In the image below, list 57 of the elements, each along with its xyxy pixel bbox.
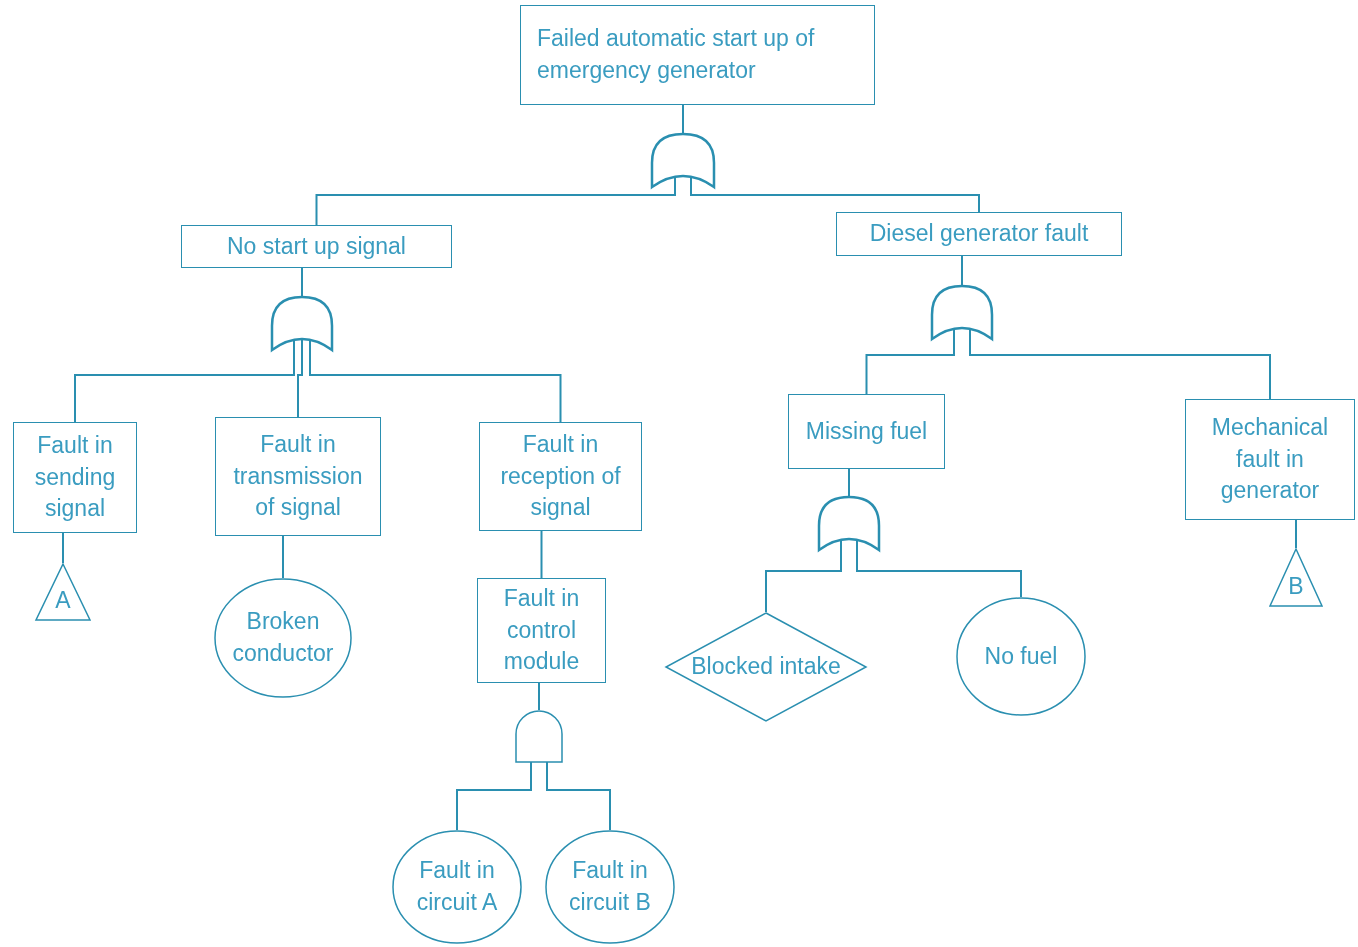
event-box <box>477 578 606 683</box>
event-label: Fault in reception of signal <box>499 429 622 523</box>
connector-line <box>538 682 540 711</box>
basic-event-circle <box>214 578 352 698</box>
transfer-triangle <box>1269 548 1323 607</box>
or-gate <box>270 296 334 350</box>
transfer-triangle <box>35 563 91 621</box>
event-label: Fault in transmission of signal <box>232 429 364 523</box>
event-box <box>788 394 945 469</box>
connector-line <box>74 340 295 423</box>
or-gate <box>930 285 994 339</box>
connector-line <box>765 540 842 613</box>
event-label: A <box>54 586 72 616</box>
connector-line <box>848 468 850 497</box>
event-label: Diesel generator fault <box>868 219 1090 249</box>
and-gate <box>515 710 563 762</box>
event-label: Fault in circuit A <box>415 856 499 917</box>
connector-line <box>1295 519 1297 549</box>
connector-line <box>969 329 1271 400</box>
connector-line <box>856 540 1022 598</box>
event-box <box>1185 399 1355 520</box>
event-label: Mechanical fault in generator <box>1210 412 1330 506</box>
connector-line <box>456 761 532 831</box>
event-box <box>479 422 642 531</box>
event-label: B <box>1287 572 1305 602</box>
connector-line <box>690 177 980 213</box>
connector-line <box>297 338 303 418</box>
event-label: Missing fuel <box>804 416 929 446</box>
connector-line <box>301 267 303 297</box>
connector-line <box>62 532 64 564</box>
event-box <box>836 212 1122 256</box>
event-label: No fuel <box>983 641 1059 671</box>
basic-event-circle <box>956 597 1086 716</box>
connector-line <box>961 255 963 286</box>
event-label: Fault in circuit B <box>568 856 652 917</box>
connector-line <box>282 535 284 579</box>
connector-line <box>309 340 562 423</box>
connector-line <box>546 761 611 831</box>
event-label: Failed automatic start up of emergency generator <box>536 24 816 85</box>
basic-event-circle <box>545 830 675 944</box>
undeveloped-event-diamond <box>665 612 867 722</box>
event-label: Broken conductor <box>231 607 335 668</box>
connector-line <box>865 329 955 395</box>
connector-line <box>315 177 676 226</box>
event-label: No start up signal <box>226 231 407 261</box>
basic-event-circle <box>392 830 522 944</box>
or-gate <box>650 133 716 187</box>
event-label: Fault in control module <box>502 583 581 677</box>
event-box <box>520 5 875 105</box>
event-box <box>181 225 452 268</box>
connector-line <box>682 104 684 134</box>
or-gate <box>817 496 881 550</box>
event-label: Fault in sending signal <box>33 430 117 524</box>
connector-line <box>540 530 543 579</box>
event-box <box>215 417 381 536</box>
event-box <box>13 422 137 533</box>
event-label: Blocked intake <box>690 652 842 682</box>
